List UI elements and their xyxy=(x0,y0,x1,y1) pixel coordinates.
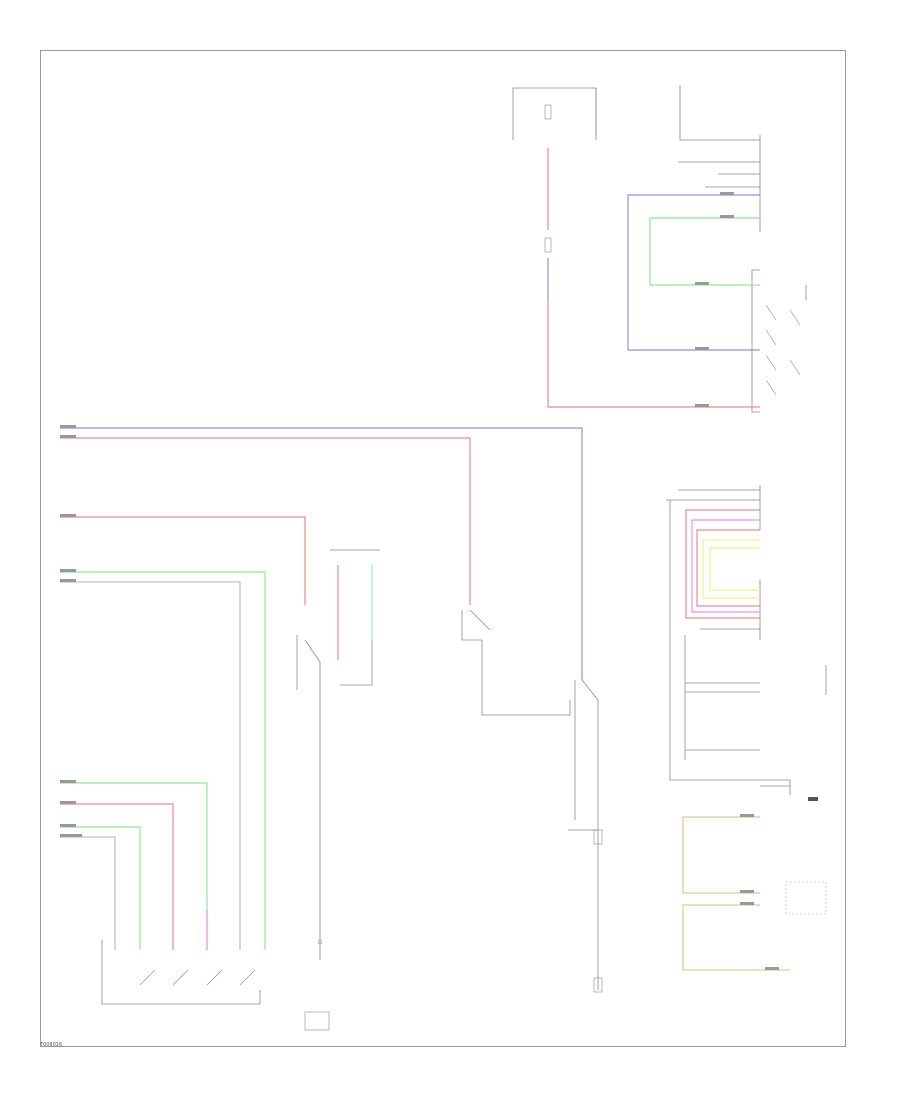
diagram-frame xyxy=(40,50,846,1047)
center-switches xyxy=(296,549,571,1031)
figure-id: T008016 xyxy=(40,1042,63,1048)
top-fuse-block xyxy=(512,87,597,253)
tan-circuit xyxy=(682,816,827,971)
mid-right-module xyxy=(666,485,827,801)
label-ticks xyxy=(60,192,779,970)
right-switch-chain xyxy=(568,679,603,993)
bus-wires xyxy=(60,427,583,950)
switch-array xyxy=(60,782,261,1005)
bundle-wires xyxy=(685,509,760,619)
top-right-module xyxy=(678,85,807,413)
